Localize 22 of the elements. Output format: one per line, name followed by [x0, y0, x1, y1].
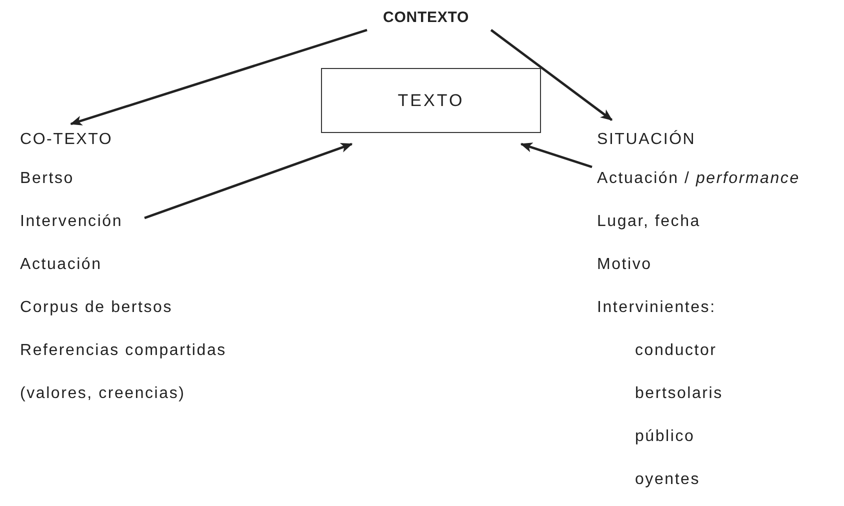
list-item-text: Intervinientes: [597, 298, 716, 318]
arrow [520, 142, 592, 168]
text-box: TEXTO [321, 68, 541, 133]
list-item-text: Lugar, fecha [597, 212, 700, 232]
list-item-text: Actuación [20, 255, 102, 275]
column-text: SITUACIÓN [597, 130, 696, 150]
column-text: CO-TEXTO [20, 130, 113, 150]
list-item-text: Corpus de bertsos [20, 298, 172, 318]
column-text: Actuación / performance [597, 169, 800, 189]
list-item-text: bertsolaris [635, 384, 723, 404]
list-item-text: Bertso [20, 169, 74, 189]
arrow [490, 29, 613, 121]
list-item-text: Motivo [597, 255, 652, 275]
arrow [70, 28, 368, 126]
list-item-text: público [635, 427, 695, 447]
list-item-text: conductor [635, 341, 717, 361]
list-item-text: Referencias compartidas [20, 341, 226, 361]
heading-text: CONTEXTO [383, 8, 470, 28]
arrow [144, 142, 353, 220]
column-text: Intervención [20, 212, 123, 232]
list-item-text: (valores, creencias) [20, 384, 186, 404]
list-item-text: oyentes [635, 470, 700, 490]
